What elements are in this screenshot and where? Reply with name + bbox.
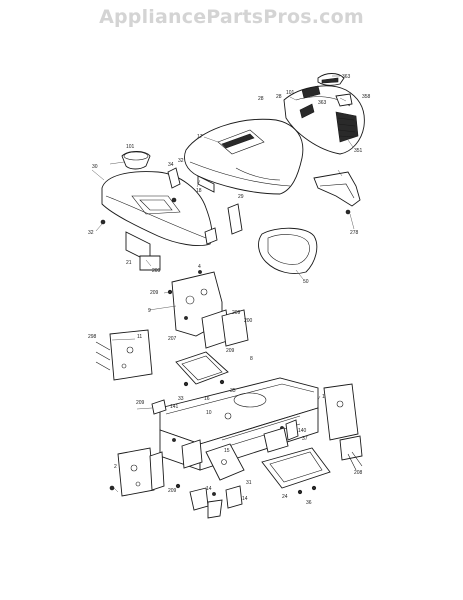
part-label-363b: 363 — [318, 100, 327, 106]
part-label-101: 101 — [126, 144, 135, 150]
seat-pan — [258, 227, 318, 274]
part-label-24: 24 — [282, 494, 288, 500]
part-label-14b: 14 — [242, 496, 248, 502]
part-label-209e: 209 — [136, 400, 145, 406]
part-label-278: 278 — [350, 230, 359, 236]
hitch-plate — [181, 439, 245, 481]
left-side-panel — [95, 329, 153, 381]
lower-brackets — [175, 483, 243, 519]
part-label-17: 17 — [197, 134, 203, 140]
part-label-30: 30 — [92, 164, 98, 170]
part-labels: 101 17 18 28 101 363 28 363 358 351 30 3… — [88, 74, 371, 506]
part-label-21: 21 — [126, 260, 132, 266]
part-label-33: 33 — [178, 396, 184, 402]
frame-brackets — [151, 399, 299, 453]
footrest-right — [261, 447, 331, 495]
leader-lines — [91, 75, 355, 493]
headlight-lens — [317, 73, 345, 86]
front-bracket — [313, 171, 361, 215]
part-label-14: 14 — [206, 486, 212, 492]
right-side-panel — [323, 383, 363, 471]
steering-cap — [121, 151, 151, 170]
part-label-209: 209 — [152, 268, 161, 274]
part-label-351: 351 — [354, 148, 363, 154]
part-label-37: 37 — [302, 436, 308, 442]
part-label-32: 32 — [178, 158, 184, 164]
part-label-8: 8 — [250, 356, 253, 362]
part-label-209c: 209 — [232, 310, 241, 316]
front-axle-bracket — [109, 447, 165, 497]
part-label-34: 34 — [168, 162, 174, 168]
dash-panel — [101, 171, 213, 263]
part-label-31: 31 — [246, 480, 252, 486]
grille-emblem — [301, 85, 353, 107]
part-label-207: 207 — [168, 336, 177, 342]
part-label-209b: 209 — [150, 290, 159, 296]
part-label-11: 11 — [137, 334, 142, 340]
part-label-50: 50 — [303, 279, 309, 285]
part-label-1: 1 — [322, 394, 325, 400]
part-label-298: 298 — [88, 334, 97, 340]
part-label-10: 10 — [206, 410, 212, 416]
part-label-209d: 209 — [226, 348, 235, 354]
part-label-28: 28 — [258, 96, 264, 102]
part-label-16: 16 — [204, 396, 210, 402]
hood — [184, 118, 304, 195]
dash-brackets — [100, 167, 243, 271]
part-label-363: 363 — [342, 74, 351, 80]
part-label-28b: 28 — [276, 94, 282, 100]
part-label-29: 29 — [238, 194, 244, 200]
part-label-35: 35 — [230, 388, 236, 394]
part-label-101b: 101 — [286, 90, 295, 96]
hood-insert — [197, 175, 215, 193]
part-label-209f: 209 — [168, 488, 177, 494]
part-label-358: 358 — [362, 94, 371, 100]
part-label-36: 36 — [306, 500, 312, 506]
part-label-200: 200 — [244, 318, 253, 324]
part-label-141: 141 — [170, 404, 179, 410]
watermark: AppliancePartsPros.com — [99, 6, 364, 28]
footrest-left — [175, 351, 229, 387]
dash-support — [167, 270, 249, 349]
part-label-4: 4 — [198, 264, 201, 270]
part-label-32b: 32 — [88, 230, 94, 236]
part-label-15: 15 — [224, 448, 230, 454]
part-label-2: 2 — [114, 464, 117, 470]
part-label-18: 18 — [196, 188, 202, 194]
part-label-9: 9 — [148, 308, 151, 314]
part-label-140: 140 — [298, 428, 307, 434]
part-label-208: 208 — [354, 470, 363, 476]
